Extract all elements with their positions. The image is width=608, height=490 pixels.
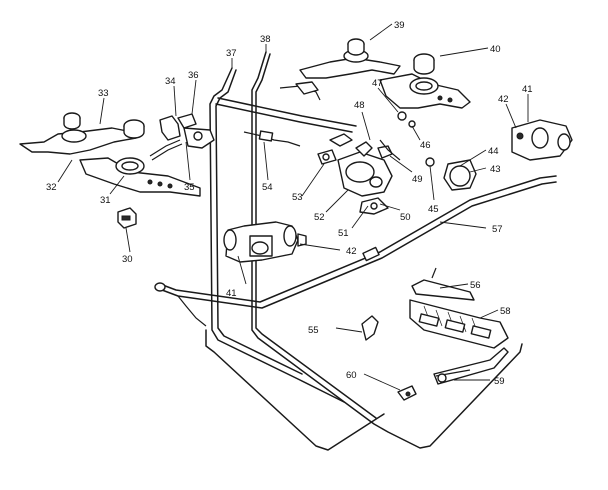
broiler-bracket-56 (411, 267, 475, 301)
air-shutter-34-35-36 (149, 113, 215, 161)
callout-41-left: 41 (226, 288, 237, 299)
callout-39: 39 (394, 20, 405, 31)
callout-50: 50 (400, 212, 411, 223)
callout-38: 38 (260, 34, 271, 45)
callout-46: 46 (420, 140, 431, 151)
callout-30: 30 (122, 254, 133, 265)
callout-43: 43 (490, 164, 501, 175)
callout-49: 49 (412, 174, 423, 185)
manifold-tube-37 (209, 67, 357, 403)
orifice-53 (317, 149, 337, 165)
callout-34: 34 (165, 76, 176, 87)
callout-51: 51 (338, 228, 349, 239)
callout-42-right: 42 (498, 94, 509, 105)
broiler-tube-59 (433, 347, 509, 385)
callout-54: 54 (262, 182, 273, 193)
callout-53: 53 (292, 192, 303, 203)
callout-44: 44 (488, 146, 499, 157)
tube-fitting-54 (243, 130, 301, 147)
callout-45: 45 (428, 204, 439, 215)
callout-57: 57 (492, 224, 503, 235)
callout-labels: 30 31 32 33 34 35 36 37 38 39 40 41 42 4… (46, 20, 533, 387)
bracket-50-51 (359, 197, 389, 215)
callout-35: 35 (184, 182, 195, 193)
broiler-burner-58 (409, 299, 509, 349)
burner-cap-left-2 (123, 119, 145, 139)
left-burner-bracket-32 (19, 127, 201, 197)
spark-clip-55 (361, 315, 379, 341)
manifold-tube-38 (205, 51, 523, 451)
callout-33: 33 (98, 88, 109, 99)
burner-valve-right-41-42 (511, 119, 573, 161)
callout-52: 52 (314, 212, 325, 223)
callout-47: 47 (372, 78, 383, 89)
callout-48: 48 (354, 100, 365, 111)
crossover-tube-57 (154, 175, 557, 309)
orifice-holder-30 (117, 207, 137, 229)
gas-valve-43-44 (425, 157, 477, 191)
pressure-regulator-52 (337, 141, 393, 197)
fitting-48-49 (329, 133, 401, 161)
callout-32: 32 (46, 182, 57, 193)
callout-42-left: 42 (346, 246, 357, 257)
orifice-60 (397, 385, 417, 401)
callout-31: 31 (100, 195, 111, 206)
callout-36: 36 (188, 70, 199, 81)
callout-59: 59 (494, 376, 505, 387)
right-burner-bracket (279, 38, 471, 128)
callout-60: 60 (346, 370, 357, 381)
burner-valve-41-42 (223, 221, 307, 263)
leader-lines (57, 23, 529, 391)
callout-56: 56 (470, 280, 481, 291)
callout-55: 55 (308, 325, 319, 336)
callout-58: 58 (500, 306, 511, 317)
callout-41-right: 41 (522, 84, 533, 95)
lower-tube (177, 295, 207, 327)
callout-40: 40 (490, 44, 501, 55)
burner-cap-33 (63, 112, 81, 130)
callout-37: 37 (226, 48, 237, 59)
